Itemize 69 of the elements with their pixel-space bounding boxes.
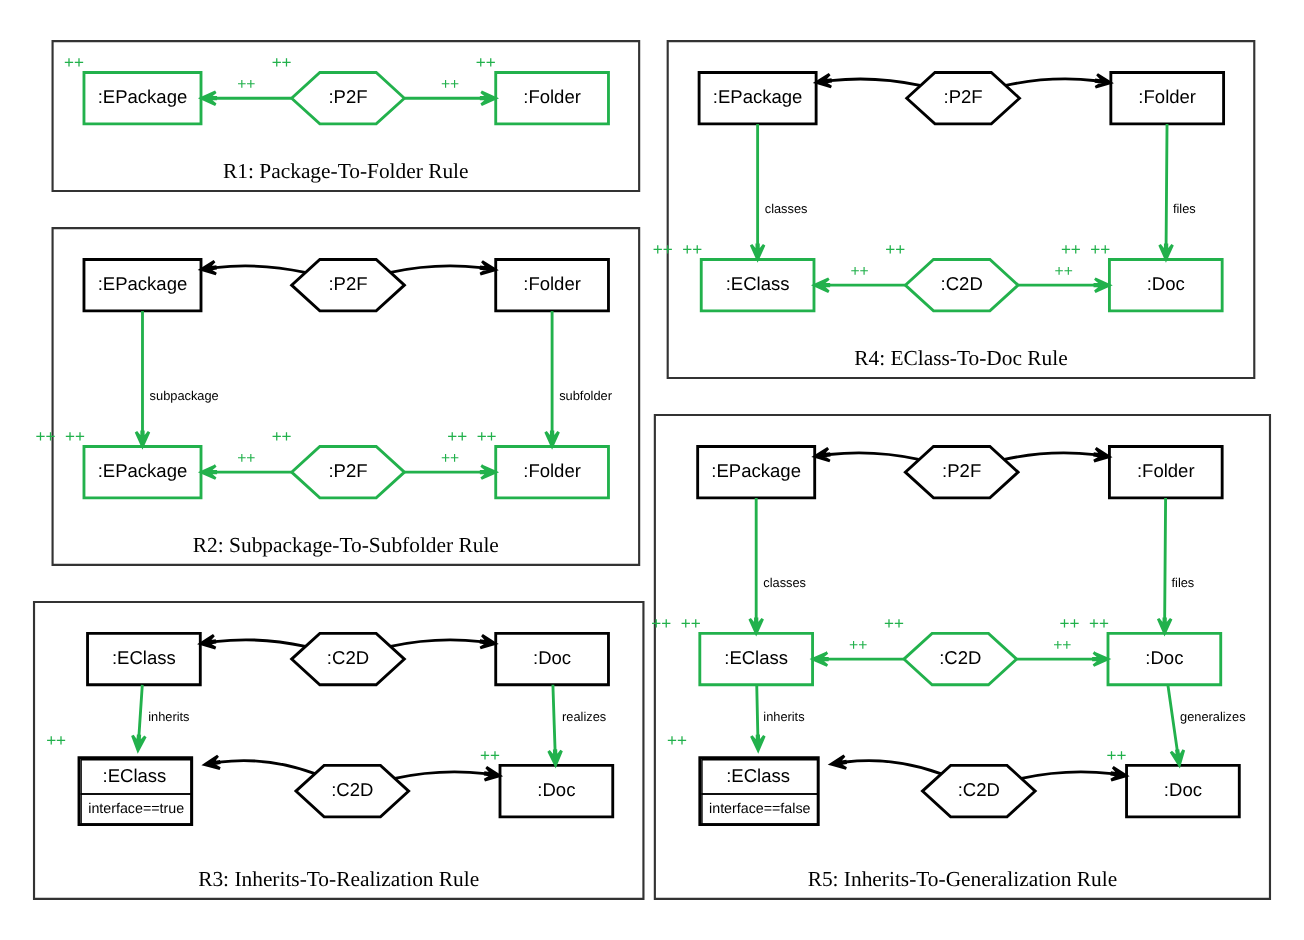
node-box: :EPackage: [82, 71, 203, 126]
arrow: [544, 311, 560, 448]
arrow: [390, 633, 497, 650]
arrow: [814, 72, 921, 89]
node-box: :EPackage: [696, 445, 817, 500]
edge-label: ++: [237, 75, 256, 94]
node-box: :EClass: [699, 258, 816, 313]
arrow: [1005, 72, 1112, 89]
node-box: :Folder: [494, 71, 610, 126]
node-label: ++: [883, 612, 904, 633]
node-box: :Doc: [494, 632, 610, 687]
arrow: [199, 633, 306, 650]
arrow: [199, 464, 292, 480]
arrow: [748, 498, 765, 635]
node-box: :Doc: [1125, 764, 1241, 819]
node-box: :EPackage: [82, 258, 203, 313]
node-box: :Folder: [1109, 71, 1225, 126]
node-box: :EPackage: [697, 71, 818, 126]
node-box: :Doc: [498, 764, 615, 819]
edge-label: ++: [1053, 636, 1072, 655]
edge-label: ++: [440, 449, 460, 468]
node-label: ++: [46, 729, 67, 750]
arrow: [134, 311, 151, 448]
node-label: ++: [1106, 744, 1127, 765]
edge-label: ++: [440, 75, 460, 94]
arrow: [1018, 277, 1111, 294]
arrow: [1004, 446, 1111, 463]
arrow: [404, 464, 497, 480]
node-box: :Doc: [1106, 632, 1223, 687]
arrow: [811, 651, 904, 667]
node-label: ++: [475, 51, 496, 72]
node-label: ++ ++: [1060, 238, 1111, 259]
node-box: :Folder: [494, 258, 610, 313]
arrow: [750, 684, 766, 752]
arrow: [1166, 684, 1186, 767]
arrow: [813, 277, 906, 294]
arrow: [813, 446, 919, 463]
node-label: ++: [885, 238, 906, 259]
node-label: ++: [480, 744, 500, 765]
arrow: [1158, 124, 1174, 261]
edge-label: ++: [849, 636, 868, 655]
node-box: :Doc: [1108, 258, 1224, 313]
node-label: ++: [666, 729, 687, 750]
arrow: [199, 259, 306, 276]
node-box: :EClass: [698, 632, 814, 687]
node-label: ++: [271, 425, 292, 446]
arrow: [1017, 651, 1110, 667]
node-box: :EPackage: [82, 445, 203, 500]
arrow: [131, 684, 147, 752]
arrow: [203, 754, 316, 776]
node-label: ++: [271, 51, 292, 72]
arrow: [1156, 498, 1173, 635]
arrow: [404, 90, 497, 107]
node-box: :EClass: [86, 632, 202, 687]
node-label: ++ ++: [447, 425, 497, 446]
arrow: [547, 684, 563, 767]
node-label: ++: [63, 51, 84, 72]
arrow: [394, 765, 502, 782]
node-box: :Folder: [1108, 445, 1224, 500]
edge-label: ++: [850, 262, 869, 281]
node-box: :Folder: [494, 445, 610, 500]
arrow: [749, 124, 766, 261]
edge-label: ++: [237, 449, 256, 468]
edge-label: ++: [1054, 262, 1073, 281]
arrow: [1021, 765, 1128, 782]
arrow: [829, 754, 942, 776]
node-label: ++ ++: [1059, 612, 1109, 633]
arrow: [199, 90, 292, 107]
arrow: [390, 259, 497, 276]
